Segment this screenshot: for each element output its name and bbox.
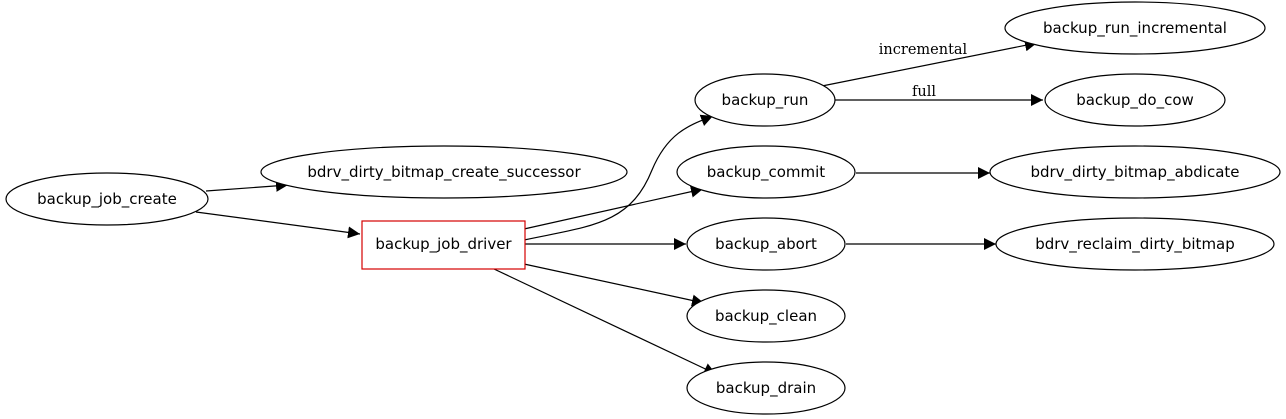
node-backup-abort[interactable]: backup_abort — [686, 217, 846, 271]
edge-run-to-incremental — [821, 39, 1038, 87]
node-label: backup_drain — [716, 379, 816, 398]
edge-create-to-driver — [195, 211, 361, 239]
node-bdrv-dirty-bitmap-abdicate[interactable]: bdrv_dirty_bitmap_abdicate — [989, 145, 1281, 199]
edge-driver-to-run — [523, 114, 714, 241]
node-backup-commit[interactable]: backup_commit — [676, 145, 856, 199]
node-backup-run-incremental[interactable]: backup_run_incremental — [1004, 1, 1266, 55]
node-label: backup_abort — [715, 235, 817, 254]
node-label: bdrv_dirty_bitmap_create_successor — [307, 163, 581, 182]
node-label: backup_do_cow — [1076, 91, 1194, 110]
edge-create-to-successor — [205, 179, 289, 192]
node-label: bdrv_dirty_bitmap_abdicate — [1030, 163, 1239, 182]
node-bdrv-dirty-bitmap-create-successor[interactable]: bdrv_dirty_bitmap_create_successor — [260, 145, 628, 199]
node-label: bdrv_reclaim_dirty_bitmap — [1035, 235, 1235, 254]
node-label: backup_job_create — [37, 190, 177, 209]
node-backup-drain[interactable]: backup_drain — [686, 361, 846, 415]
node-label: backup_run_incremental — [1043, 19, 1227, 38]
edge-driver-to-drain — [493, 268, 717, 375]
edge-label-full: full — [912, 84, 936, 100]
node-backup-job-driver[interactable]: backup_job_driver — [361, 220, 526, 270]
node-label: backup_clean — [715, 307, 817, 326]
node-label: backup_job_driver — [375, 235, 512, 254]
edge-driver-to-commit — [523, 185, 704, 230]
node-backup-clean[interactable]: backup_clean — [686, 289, 846, 343]
node-backup-job-create[interactable]: backup_job_create — [5, 172, 209, 226]
edge-label-incremental: incremental — [879, 42, 968, 58]
node-bdrv-reclaim-dirty-bitmap[interactable]: bdrv_reclaim_dirty_bitmap — [995, 217, 1275, 271]
edges — [195, 39, 1043, 375]
node-backup-run[interactable]: backup_run — [694, 73, 836, 127]
edge-driver-to-clean — [523, 263, 705, 307]
node-label: backup_commit — [707, 163, 826, 182]
node-label: backup_run — [722, 91, 809, 110]
node-backup-do-cow[interactable]: backup_do_cow — [1044, 73, 1226, 127]
